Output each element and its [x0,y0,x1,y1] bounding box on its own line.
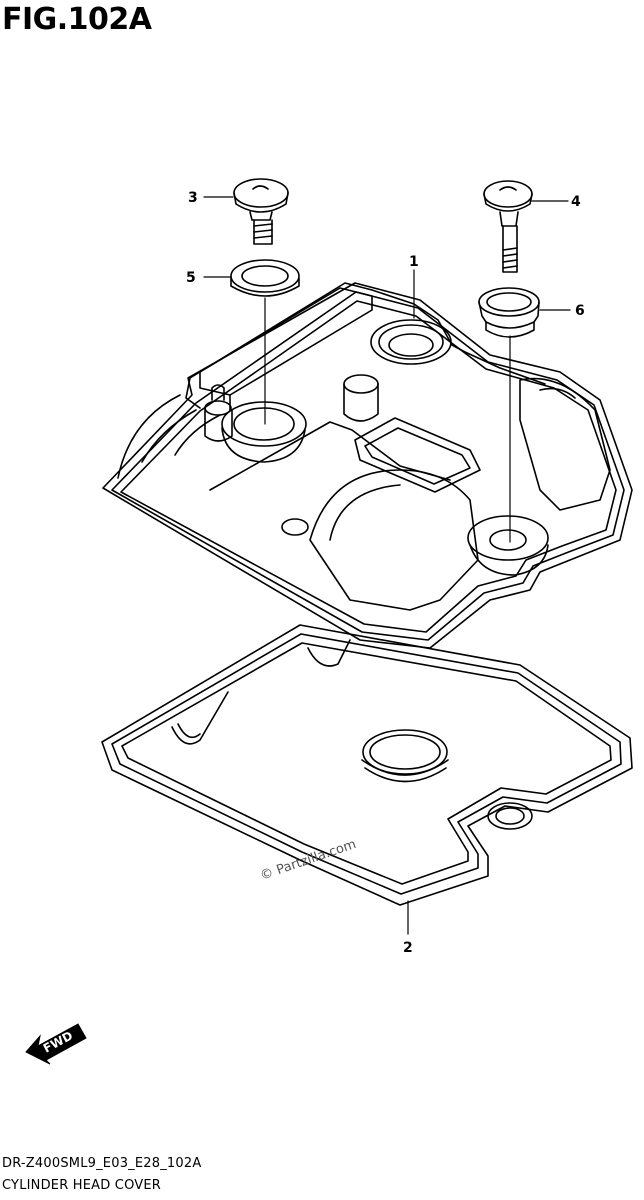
callout-6: 6 [575,303,585,319]
drawing-caption: CYLINDER HEAD COVER [2,1178,162,1193]
grommet-part [479,288,539,337]
bolt-left-part [234,179,288,244]
leader-lines [204,197,570,934]
callout-5: 5 [186,270,196,286]
figure-title: FIG.102A [2,2,152,37]
cylinder-head-cover-part [103,283,632,648]
drawing-code: DR-Z400SML9_E03_E28_102A [2,1156,202,1171]
callout-4: 4 [571,194,581,210]
gasket-part [102,625,632,905]
bolt-right-part [484,181,532,272]
callout-1: 1 [409,254,419,270]
callout-2: 2 [403,940,413,956]
fwd-direction-arrow: FWD [26,1024,86,1064]
assembly-lines [265,298,510,542]
washer-part [231,260,299,296]
callout-3: 3 [188,190,198,206]
